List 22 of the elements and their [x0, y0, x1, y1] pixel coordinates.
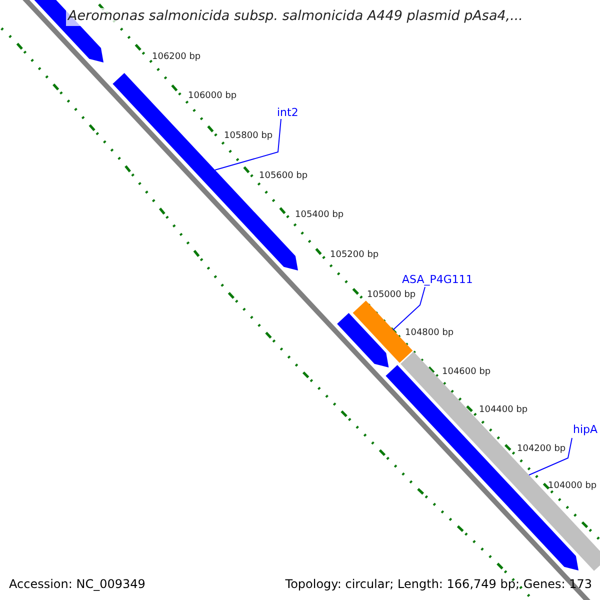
position-label: 104600 bp [442, 367, 491, 378]
position-label: 105400 bp [295, 210, 344, 220]
accession-label: Accession: NC_009349 [9, 578, 146, 592]
gene-label: hipA [573, 424, 598, 437]
position-label: 105000 bp [367, 290, 416, 300]
leader-line [392, 286, 426, 330]
gene-label: int2 [277, 107, 298, 120]
position-label: 105600 bp [259, 171, 308, 182]
leader-line [214, 118, 282, 170]
position-label: 104000 bp [548, 481, 597, 492]
position-label: 106000 bp [188, 91, 237, 102]
gene-arrow [337, 312, 389, 368]
gene-bar [400, 352, 600, 571]
position-label: 106200 bp [152, 52, 201, 62]
position-label: 105200 bp [330, 250, 379, 260]
gene-label: ASA_P4G111 [402, 274, 473, 287]
topology-label: Topology: circular; Length: 166,749 bp; Genes: 173 [285, 578, 592, 592]
position-label: 104800 bp [405, 328, 454, 338]
position-label: 105800 bp [224, 131, 273, 142]
position-label: 104200 bp [517, 444, 566, 454]
leader-line [528, 438, 572, 476]
position-label: 104400 bp [479, 405, 528, 416]
